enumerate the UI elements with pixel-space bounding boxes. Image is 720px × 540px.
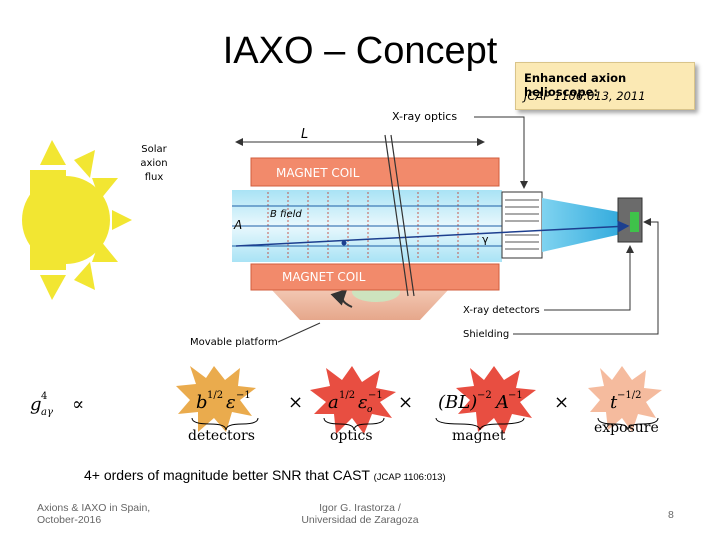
tilt-axis-2	[390, 134, 415, 297]
magnet-coil-bottom	[250, 263, 500, 291]
footer-mid-line-2: Universidad de Zaragoza	[301, 514, 419, 526]
solar-flux-label-2: axion	[140, 158, 167, 169]
page-number: 8	[668, 509, 674, 521]
footer-mid-line-1: Igor G. Irastorza /	[319, 502, 401, 514]
xray-detectors-label: X-ray detectors	[463, 305, 540, 316]
formula-lhs-sup: 4	[41, 391, 47, 402]
term3-label: magnet	[452, 428, 506, 444]
magnet-coil-top-label: MAGNET COIL	[276, 166, 360, 180]
focusing-cone	[542, 198, 630, 252]
term1-brace	[191, 417, 259, 431]
reference-callout: Enhanced axion helioscope: JCAP 1106:013…	[515, 62, 695, 110]
tilt-axis	[384, 134, 409, 297]
b-field-lines	[267, 192, 479, 258]
footer-left-line-2: October-2016	[37, 514, 102, 526]
xray-detectors-pointer	[544, 245, 634, 311]
term3-base: (BL)	[438, 392, 477, 413]
axion-beam-lines	[232, 205, 502, 247]
exposure-starburst-icon	[588, 366, 662, 432]
formula-lhs: g	[30, 394, 42, 415]
footer-author: Igor G. Irastorza / Universidad de Zarag…	[300, 502, 420, 526]
term4-base: t	[610, 392, 618, 413]
rotation-arrow-icon	[330, 288, 353, 308]
term3-exp: −2	[477, 390, 492, 401]
optics-starburst-icon	[310, 366, 396, 434]
magnet-coil-top	[250, 157, 500, 187]
footer-left-line-1: Axions & IAXO in Spain,	[37, 502, 151, 514]
times-1: ×	[288, 392, 303, 413]
detectors-starburst-icon	[176, 366, 256, 432]
platform-pointer	[277, 322, 321, 343]
solar-flux-label-3: flux	[145, 172, 164, 183]
term3-brace	[435, 417, 525, 431]
snr-statement: 4+ orders of magnitude better SNR that C…	[84, 467, 446, 483]
movable-platform-label: Movable platform	[190, 337, 278, 348]
term1-label: detectors	[188, 428, 255, 444]
xray-optics-label: X-ray optics	[392, 110, 457, 123]
snr-reference: (JCAP 1106:013)	[373, 472, 446, 483]
magnet-coil-bottom-label: MAGNET COIL	[282, 270, 366, 284]
xray-optics-block	[501, 191, 543, 259]
term4-label: exposure	[594, 420, 659, 436]
term3-area-exp: −1	[508, 390, 523, 401]
term1-exp: 1/2	[207, 390, 223, 401]
shielding-label: Shielding	[463, 329, 509, 340]
term4-brace	[597, 417, 659, 431]
term2-label: optics	[330, 428, 373, 444]
magnet-starburst-icon	[456, 366, 536, 434]
shielding-pointer	[513, 218, 659, 335]
footer-left: Axions & IAXO in Spain, October-2016	[37, 502, 150, 526]
term2-eff-exp: −1	[368, 390, 383, 401]
slide-title: IAXO – Concept	[222, 30, 498, 72]
conversion-point	[341, 240, 347, 246]
optics-shells	[505, 199, 539, 250]
area-label: A	[233, 218, 242, 232]
term1-base: b	[196, 392, 208, 413]
formula-lhs-sub: aγ	[41, 407, 53, 418]
sun-icon	[22, 140, 132, 300]
term2-brace	[323, 417, 385, 431]
term3-area: A	[494, 392, 509, 413]
detector-sensor	[630, 212, 639, 232]
times-3: ×	[554, 392, 569, 413]
term2-exp: 1/2	[339, 390, 355, 401]
gamma-label: γ	[482, 233, 489, 246]
sensitivity-formula: g 4 aγ ∝ b 1/2 ε −1 detectors × a 1/2 ε …	[30, 390, 659, 444]
term2-eff-sub: o	[367, 405, 373, 415]
callout-line-2: JCAP 1106:013, 2011	[524, 89, 646, 103]
xray-optics-pointer	[474, 116, 528, 189]
times-2: ×	[398, 392, 413, 413]
term2-base: a	[328, 392, 339, 413]
b-field-label: B field	[270, 209, 302, 220]
snr-text: 4+ orders of magnitude better SNR that C…	[84, 467, 370, 483]
term1-eff: ε	[226, 392, 236, 413]
solar-flux-label-1: Solar	[141, 144, 167, 155]
photon-ray	[235, 220, 630, 247]
length-label: L	[301, 127, 308, 142]
term1-eff-exp: −1	[236, 390, 251, 401]
term2-eff: ε	[358, 392, 368, 413]
callout-line-1: Enhanced axion helioscope:	[524, 71, 627, 99]
term4-exp: −1/2	[617, 390, 641, 401]
formula-propto: ∝	[72, 394, 84, 415]
